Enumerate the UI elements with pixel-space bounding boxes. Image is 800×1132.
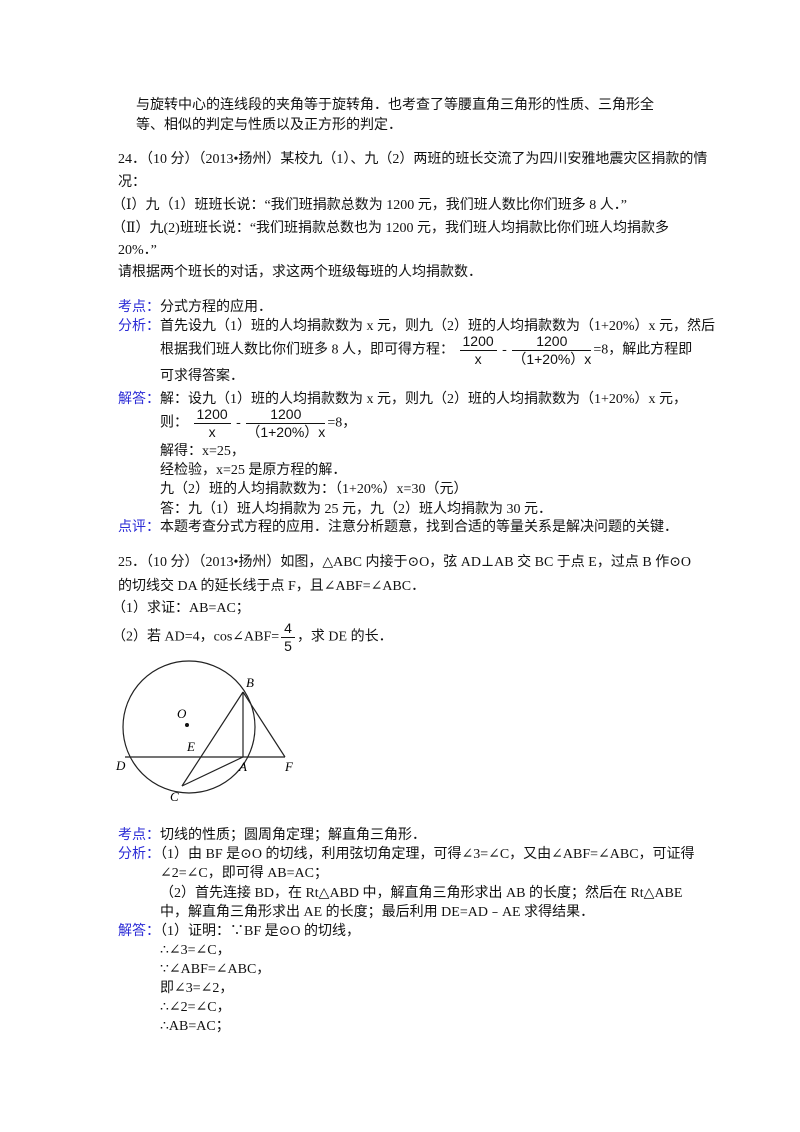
numerator: 1200 bbox=[193, 406, 231, 424]
denominator: x bbox=[474, 351, 482, 367]
text-line: 可求得答案． bbox=[160, 369, 244, 384]
text-line: 即∠3=∠2， bbox=[160, 981, 234, 996]
kaodian-text: 切线的性质；圆周角定理；解直角三角形． bbox=[160, 828, 426, 843]
question-stem: 的切线交 DA 的延长线于点 F，且∠ABF=∠ABC． bbox=[118, 579, 426, 594]
numerator: 1200 bbox=[246, 406, 326, 424]
statement: （Ⅰ）九（1）班班长说：“我们班捐款总数为 1200 元，我们班人数比你们班多 … bbox=[112, 198, 627, 213]
fenxi-label: 分析： bbox=[118, 319, 160, 334]
question-stem: 25．（10 分）（2013•扬州）如图，△ABC 内接于⊙O，弦 AD⊥AB … bbox=[118, 555, 692, 570]
line-bf bbox=[242, 691, 286, 758]
denominator: （1+20%）x bbox=[512, 351, 592, 367]
dianping-text: 本题考查分式方程的应用．注意分析题意，找到合适的等量关系是解决问题的关键． bbox=[160, 520, 678, 535]
label-a: A bbox=[238, 759, 247, 774]
text-line: 等、相似的判定与性质以及正方形的判定． bbox=[136, 118, 402, 133]
text-line: ∠2=∠C，即可得 AB=AC； bbox=[160, 866, 328, 881]
numerator: 4 bbox=[281, 620, 295, 638]
text-line: ∴AB=AC； bbox=[160, 1019, 230, 1034]
fenxi-row: 分析：（1）由 BF 是⊙O 的切线，利用弦切角定理，可得∠3=∠C，又由∠AB… bbox=[118, 846, 695, 864]
text: ，求 DE 的长． bbox=[296, 629, 393, 645]
kaodian-text: 分式方程的应用． bbox=[160, 300, 272, 315]
text-line: ∵∠ABF=∠ABC， bbox=[160, 962, 271, 977]
label-e: E bbox=[186, 739, 195, 754]
kaodian-label: 考点： bbox=[118, 828, 160, 843]
text-line: ∴∠3=∠C， bbox=[160, 943, 231, 958]
text-line: 答：九（1）班人均捐款为 25 元，九（2）班人均捐款为 30 元． bbox=[160, 502, 552, 517]
jieda-label: 解答： bbox=[118, 924, 160, 939]
dianping-row: 点评：本题考查分式方程的应用．注意分析题意，找到合适的等量关系是解决问题的关键． bbox=[118, 519, 678, 537]
fenxi-text: （1）由 BF 是⊙O 的切线，利用弦切角定理，可得∠3=∠C，又由∠ABF=∠… bbox=[160, 847, 695, 862]
text-line: 中，解直角三角形求出 AE 的长度；最后利用 DE=AD﹣AE 求得结果． bbox=[160, 905, 595, 920]
text-line: 经检验，x=25 是原方程的解． bbox=[160, 463, 347, 478]
kaodian-label: 考点： bbox=[118, 300, 160, 315]
label-o: O bbox=[177, 706, 187, 721]
denominator: （1+20%）x bbox=[246, 424, 326, 440]
text-line: 解得：x=25， bbox=[160, 444, 245, 459]
fraction: 1200（1+20%）x bbox=[246, 406, 326, 441]
fraction: 1200（1+20%）x bbox=[512, 333, 592, 368]
label-c: C bbox=[170, 789, 179, 804]
circle-o bbox=[122, 660, 256, 794]
line-ca bbox=[181, 756, 244, 787]
label-f: F bbox=[284, 759, 294, 774]
text: =8，解此方程即 bbox=[593, 342, 693, 358]
fenxi-label: 分析： bbox=[118, 847, 160, 862]
question-ask: 请根据两个班长的对话，求这两个班级每班的人均捐款数． bbox=[118, 265, 482, 280]
geometry-figure: B O E D A F C bbox=[115, 660, 294, 804]
text-line: 与旋转中心的连线段的夹角等于旋转角．也考查了等腰直角三角形的性质、三角形全 bbox=[136, 98, 654, 113]
numerator: 1200 bbox=[512, 333, 592, 351]
question-stem: 况： bbox=[118, 175, 146, 190]
denominator: 5 bbox=[284, 638, 292, 654]
label-b: B bbox=[246, 675, 254, 690]
statement: （Ⅱ）九(2)班班长说：“我们班捐款总数也为 1200 元，我们班人均捐款比你们… bbox=[112, 221, 670, 236]
kaodian-row: 考点：切线的性质；圆周角定理；解直角三角形． bbox=[118, 827, 426, 845]
center-point bbox=[185, 723, 189, 727]
text-line: 九（2）班的人均捐款数为：（1+20%）x=30（元） bbox=[160, 482, 468, 497]
dianping-label: 点评： bbox=[118, 520, 160, 535]
numerator: 1200 bbox=[459, 333, 497, 351]
kaodian-row: 考点：分式方程的应用． bbox=[118, 299, 272, 317]
jieda-row: 解答：解：设九（1）班的人均捐款数为 x 元，则九（2）班的人均捐款数为（1+2… bbox=[118, 391, 687, 409]
label-d: D bbox=[115, 758, 126, 773]
jieda-label: 解答： bbox=[118, 392, 160, 407]
minus: - bbox=[236, 415, 241, 431]
jieda-text: （1）证明：∵BF 是⊙O 的切线， bbox=[160, 924, 360, 939]
fenxi-row: 分析：首先设九（1）班的人均捐款数为 x 元，则九（2）班的人均捐款数为（1+2… bbox=[118, 318, 715, 336]
question-stem: 24．（10 分）（2013•扬州）某校九（1）、九（2）两班的班长交流了为四川… bbox=[118, 152, 708, 167]
text: =8， bbox=[327, 415, 357, 431]
sub-question: （1）求证：AB=AC； bbox=[112, 601, 250, 616]
jieda-text: 解：设九（1）班的人均捐款数为 x 元，则九（2）班的人均捐款数为（1+20%）… bbox=[160, 392, 688, 407]
text-line: （2）首先连接 BD，在 Rt△ABD 中，解直角三角形求出 AB 的长度；然后… bbox=[160, 886, 683, 901]
text-line: ∴∠2=∠C， bbox=[160, 1000, 231, 1015]
minus: - bbox=[502, 342, 507, 358]
line-bc bbox=[181, 691, 244, 787]
jieda-row: 解答：（1）证明：∵BF 是⊙O 的切线， bbox=[118, 923, 360, 941]
text: （2）若 AD=4，cos∠ABF= bbox=[112, 629, 280, 645]
fenxi-text: 首先设九（1）班的人均捐款数为 x 元，则九（2）班的人均捐款数为（1+20%）… bbox=[160, 319, 716, 334]
statement: 20%．” bbox=[118, 243, 157, 258]
text: 则： bbox=[160, 415, 188, 431]
denominator: x bbox=[208, 424, 216, 440]
text: 根据我们班人数比你们班多 8 人，即可得方程： bbox=[160, 342, 454, 358]
